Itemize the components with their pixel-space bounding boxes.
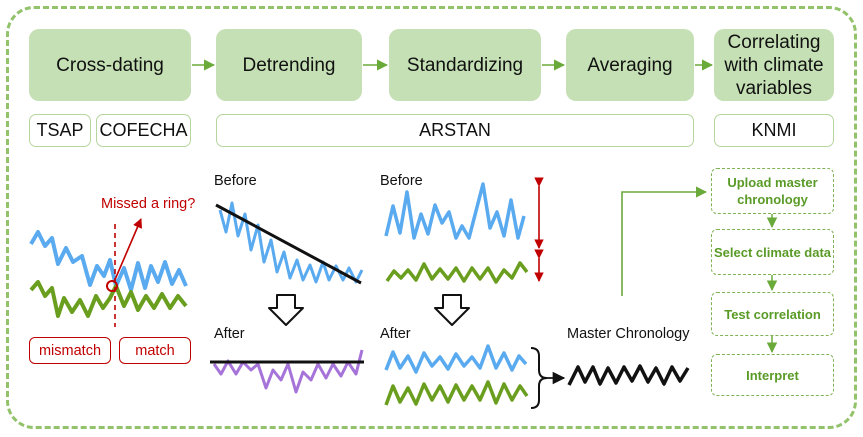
outer-dashed-frame (6, 6, 857, 429)
step-cross-dating: Cross-dating (29, 29, 191, 101)
blue-series-line (29, 230, 188, 292)
blue-series-line (218, 201, 364, 284)
crossdating-graphic (29, 218, 188, 327)
master-chronology-line (567, 364, 690, 386)
workflow-interpret: Interpret (711, 354, 834, 396)
mismatch-tag: mismatch (29, 337, 111, 364)
tool-cofecha: COFECHA (96, 114, 191, 147)
step-standardizing: Standardizing (389, 29, 541, 101)
step-label: Averaging (587, 54, 673, 76)
tool-label: KNMI (751, 120, 797, 140)
tool-knmi: KNMI (714, 114, 834, 147)
step-label: Standardizing (406, 54, 524, 76)
step-averaging: Averaging (566, 29, 694, 101)
tool-tsap: TSAP (29, 114, 91, 147)
step-label: Correlating with climate variables (724, 31, 824, 99)
tool-arstan: ARSTAN (216, 114, 694, 147)
master-chronology-graphic (567, 364, 690, 386)
green-series-line (385, 261, 529, 284)
trend-line (215, 203, 362, 285)
tool-label: COFECHA (99, 120, 188, 140)
tool-label: TSAP (36, 120, 84, 140)
match-tag: match (119, 337, 191, 364)
down-arrow-icon (434, 294, 470, 326)
detrend-before-label: Before (214, 173, 257, 189)
tag-label: match (135, 342, 175, 359)
missed-ring-label: Missed a ring? (101, 196, 196, 212)
workflow-label: Select climate data (713, 244, 832, 260)
master-chronology-label: Master Chronology (567, 326, 690, 342)
standardize-after-label: After (380, 326, 411, 342)
standardize-before-label: Before (380, 173, 423, 189)
blue-series-line (384, 344, 528, 374)
standardizing-graphic (384, 177, 566, 409)
workflow-label: Upload master chronology (727, 175, 818, 207)
green-series-line (384, 380, 529, 406)
purple-series-line (212, 349, 364, 394)
detrending-graphic (210, 201, 364, 394)
step-detrending: Detrending (216, 29, 362, 101)
down-arrow-icon (268, 294, 304, 326)
bracket-icon (530, 347, 548, 409)
detrend-after-label: After (214, 326, 245, 342)
workflow-upload-master: Upload master chronology (711, 168, 834, 214)
green-series-line (29, 280, 188, 318)
step-label: Cross-dating (56, 54, 164, 76)
arrow-icon (113, 218, 143, 283)
workflow-connectors (621, 186, 778, 354)
workflow-test-correlation: Test correlation (711, 292, 834, 336)
missed-ring-circle (106, 280, 118, 292)
connector-line (621, 186, 708, 296)
tool-label: ARSTAN (419, 120, 491, 140)
step-correlating: Correlating with climate variables (714, 29, 834, 101)
workflow-label: Test correlation (724, 306, 821, 322)
tag-label: mismatch (38, 342, 102, 359)
step-label: Detrending (242, 54, 336, 76)
blue-series-line (384, 182, 526, 240)
workflow-label: Interpret (746, 367, 799, 383)
workflow-select-climate: Select climate data (711, 229, 834, 275)
